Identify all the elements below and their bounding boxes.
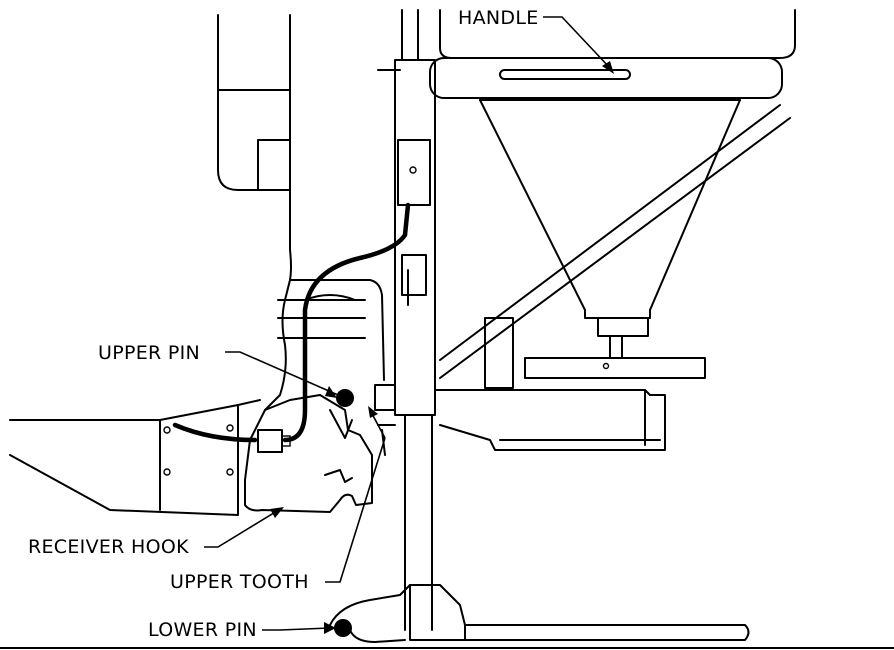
stand-base [0,584,894,649]
lower-pin-label: LOWER PIN [148,619,257,641]
callout-lower-pin: LOWER PIN [148,619,336,641]
lower-pin-marker [334,619,352,637]
vehicle-body [9,14,385,516]
callout-upper-tooth: UPPER TOOTH [170,406,386,593]
spreader-upright [374,9,436,631]
handle-label: HANDLE [458,7,539,29]
callout-receiver-hook: RECEIVER HOOK [28,507,284,558]
receiver-hook [244,394,373,513]
upper-pin-marker [336,389,354,407]
receiver-hook-label: RECEIVER HOOK [28,536,189,558]
callout-handle: HANDLE [458,7,614,74]
upper-tooth-label: UPPER TOOTH [170,571,309,593]
upper-pin-label: UPPER PIN [98,342,200,364]
callout-upper-pin: UPPER PIN [98,342,339,398]
wiring-harness [172,202,411,453]
hopper [429,9,796,451]
